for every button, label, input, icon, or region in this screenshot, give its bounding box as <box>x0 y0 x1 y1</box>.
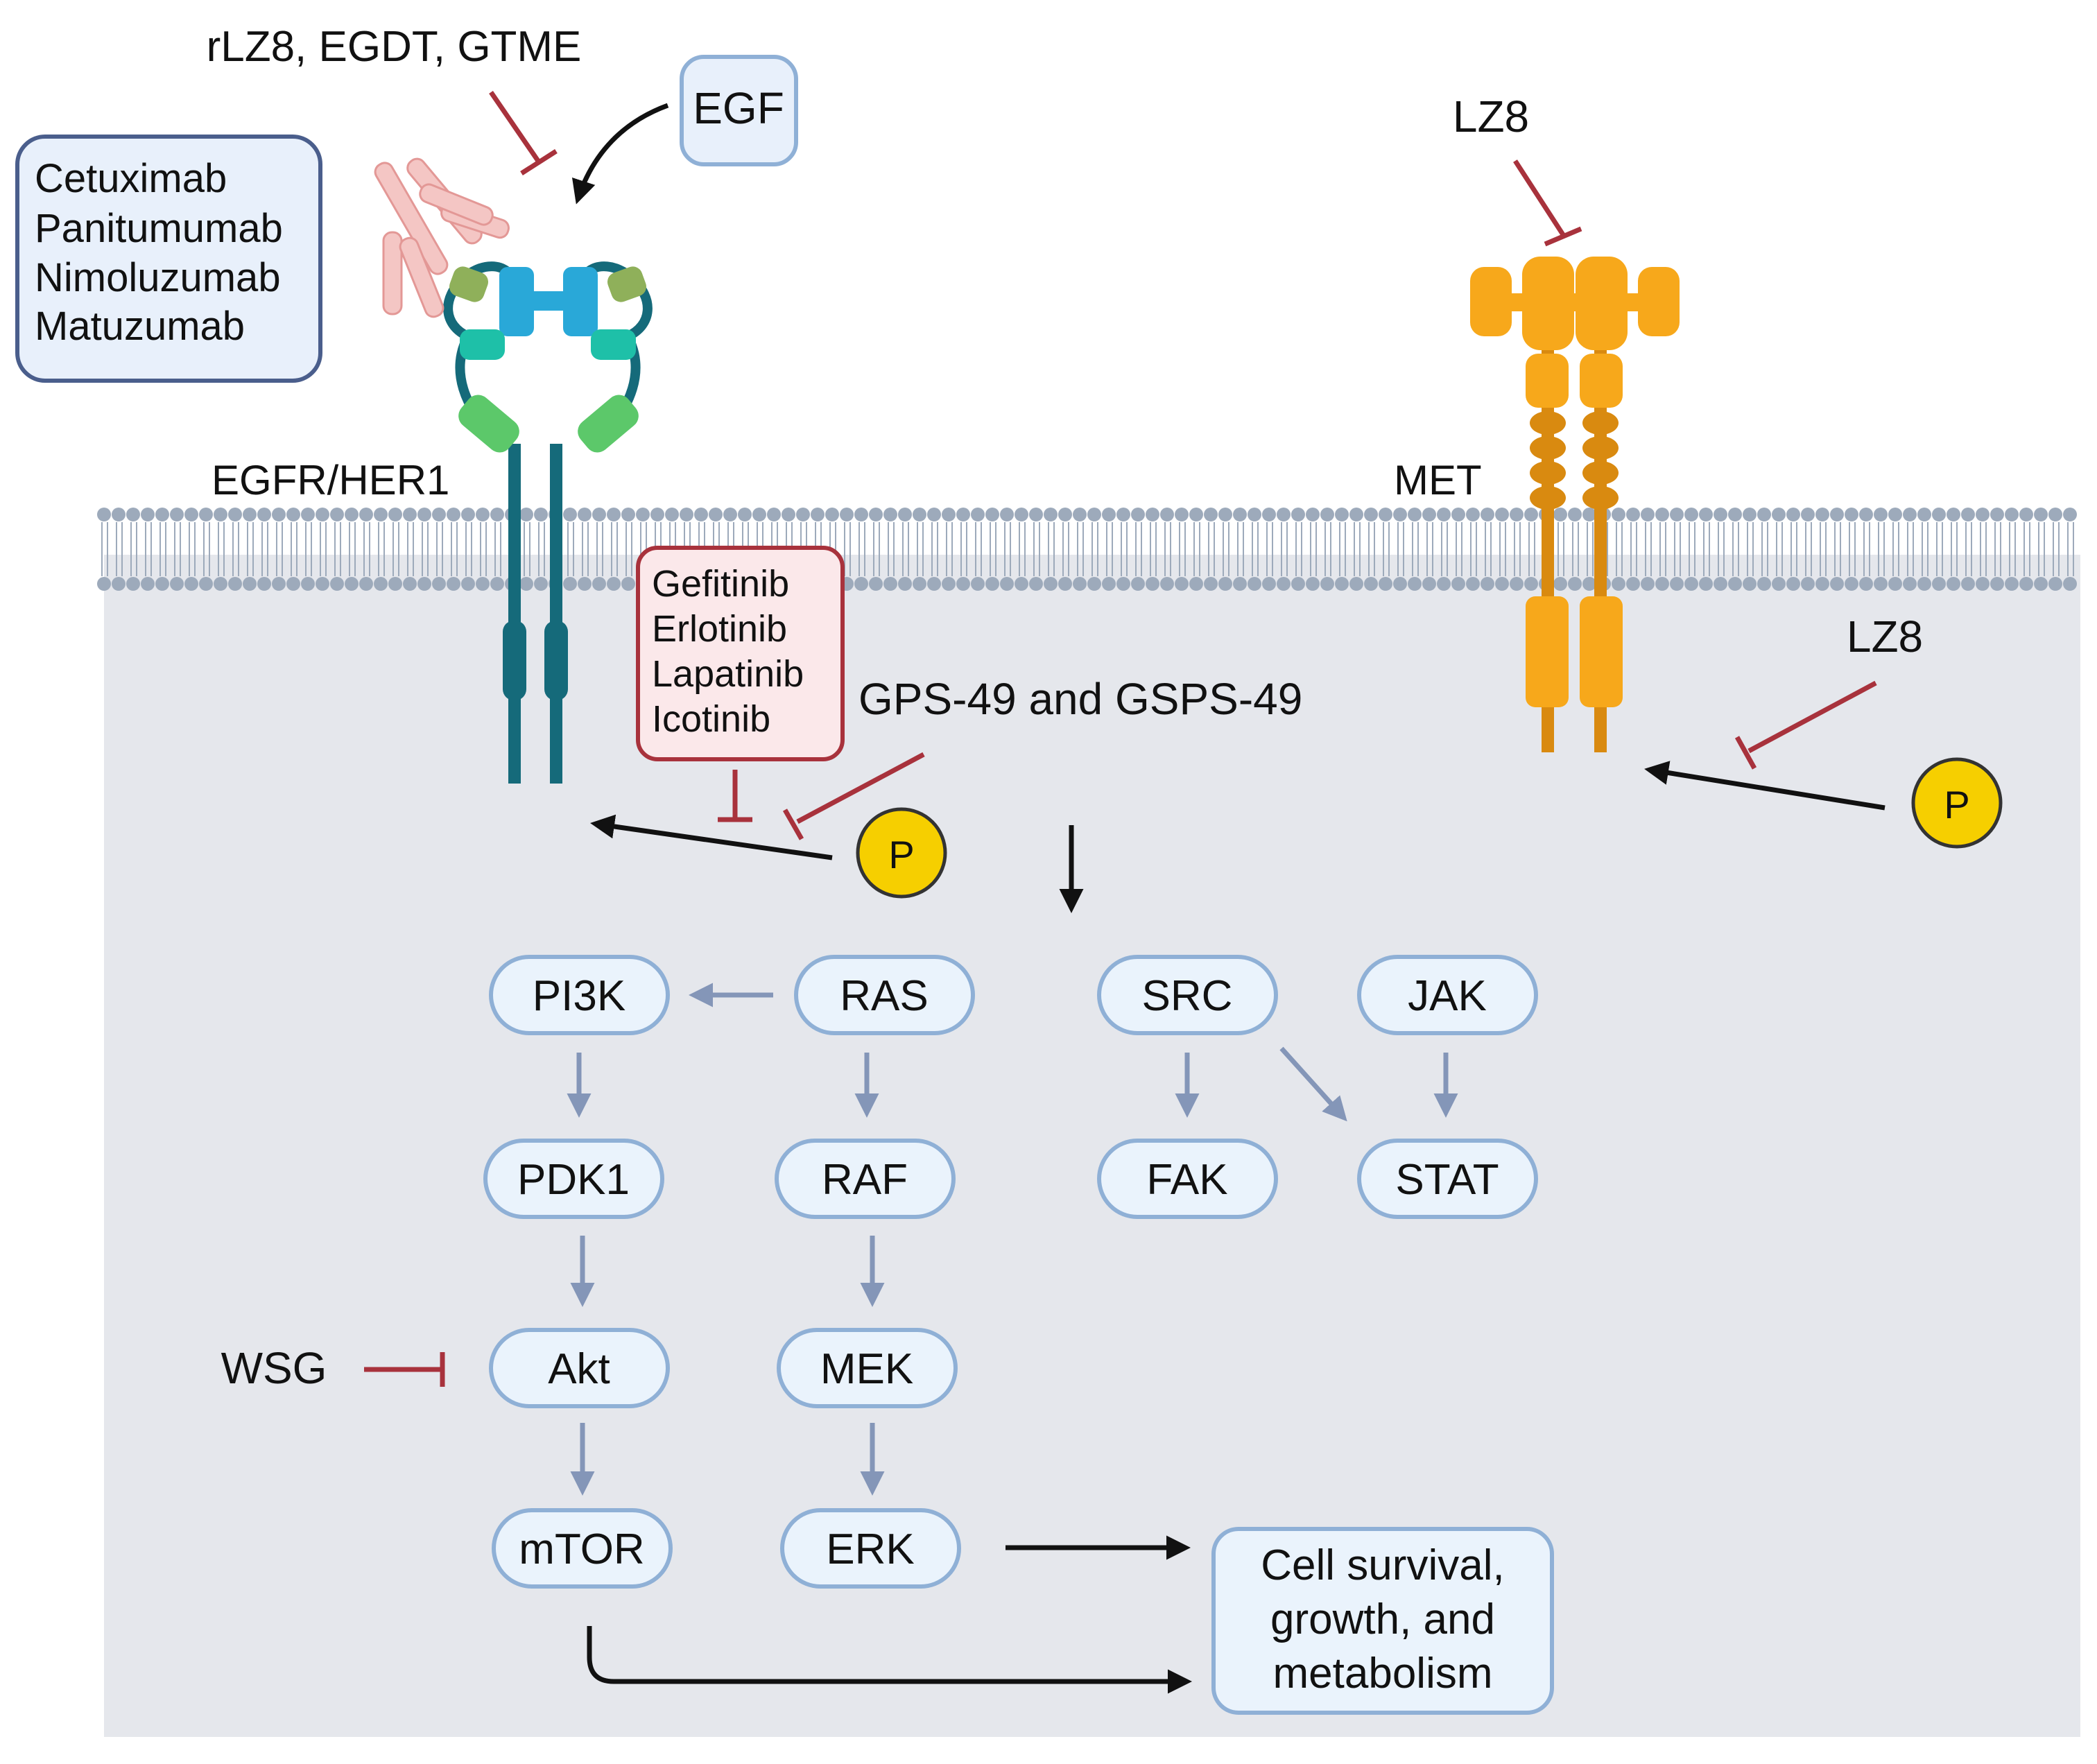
antibody-drug-4: Matuzumab <box>35 304 245 349</box>
node-erk-label: ERK <box>826 1525 914 1573</box>
egfr-receptor <box>443 261 653 784</box>
met-phospho: P <box>1911 757 2003 849</box>
egf-binding-arrow <box>571 103 669 205</box>
svg-text:P: P <box>1944 783 1969 827</box>
antibody-icon <box>374 157 510 318</box>
outcome-box <box>1211 1527 1554 1715</box>
node-mek: MEK <box>777 1328 958 1408</box>
node-src-label: SRC <box>1142 972 1233 1020</box>
tki-drug-4: Icotinib <box>652 698 770 740</box>
egfr-phospho: P <box>856 807 947 899</box>
node-fak: FAK <box>1097 1139 1278 1219</box>
node-ras-label: RAS <box>840 972 928 1020</box>
node-fak-label: FAK <box>1146 1156 1227 1204</box>
outcome-line-1: Cell survival, <box>1261 1541 1504 1589</box>
node-src: SRC <box>1097 955 1278 1035</box>
top-inhibitor-bar <box>489 91 558 175</box>
outcome-line-3: metabolism <box>1273 1650 1493 1697</box>
node-stat-label: STAT <box>1395 1156 1499 1204</box>
mtor-outcome-arrow <box>587 1626 1192 1694</box>
gps-inhibition-bar <box>782 752 925 840</box>
node-pi3k: PI3K <box>489 955 670 1035</box>
antibody-drug-1: Cetuximab <box>35 156 227 201</box>
node-jak: JAK <box>1357 955 1538 1035</box>
egf-box <box>680 55 798 166</box>
gps-label: GPS-49 and GSPS-49 <box>858 674 1302 724</box>
node-jak-label: JAK <box>1408 972 1487 1020</box>
node-pdk1-label: PDK1 <box>517 1156 630 1204</box>
tki-drug-3: Lapatinib <box>652 653 804 695</box>
lz8-top-label: LZ8 <box>1453 92 1529 141</box>
lz8-mid-label: LZ8 <box>1847 612 1923 662</box>
met-phospho-arrow <box>1644 761 1885 811</box>
node-ras: RAS <box>794 955 975 1035</box>
tki-inhibition-bar <box>718 770 752 822</box>
lz8-top-bar <box>1513 159 1582 247</box>
tki-drug-1: Gefitinib <box>652 563 789 605</box>
lz8-mid-bar <box>1734 680 1877 770</box>
top-inhibitors-label: rLZ8, EGDT, GTME <box>207 23 582 71</box>
node-mtor-label: mTOR <box>519 1525 644 1573</box>
antibody-drug-2: Panitumumab <box>35 206 283 251</box>
node-erk: ERK <box>780 1508 961 1589</box>
node-raf: RAF <box>775 1139 956 1219</box>
egfr-phospho-arrow <box>590 814 833 861</box>
egf-label: EGF <box>693 83 784 133</box>
node-pi3k-label: PI3K <box>533 972 625 1020</box>
outcome-line-2: growth, and <box>1270 1596 1495 1643</box>
node-pdk1: PDK1 <box>483 1139 664 1219</box>
wsg-inhibition-bar <box>364 1352 445 1387</box>
node-mtor: mTOR <box>492 1508 673 1589</box>
antibody-drugs-box <box>15 135 322 383</box>
egfr-label: EGFR/HER1 <box>212 457 449 503</box>
node-akt: Akt <box>489 1328 670 1408</box>
tki-drugs-box <box>636 546 845 761</box>
node-mek-label: MEK <box>820 1345 913 1393</box>
svg-text:P: P <box>888 833 914 876</box>
antibody-drug-3: Nimoluzumab <box>35 255 281 300</box>
node-akt-label: Akt <box>548 1345 610 1393</box>
wsg-label: WSG <box>221 1343 327 1393</box>
tki-drug-2: Erlotinib <box>652 608 787 650</box>
node-raf-label: RAF <box>822 1156 908 1204</box>
met-label: MET <box>1394 457 1482 503</box>
node-stat: STAT <box>1357 1139 1538 1219</box>
met-receptor <box>1470 257 1680 752</box>
pathway-arrows <box>567 983 1458 1496</box>
